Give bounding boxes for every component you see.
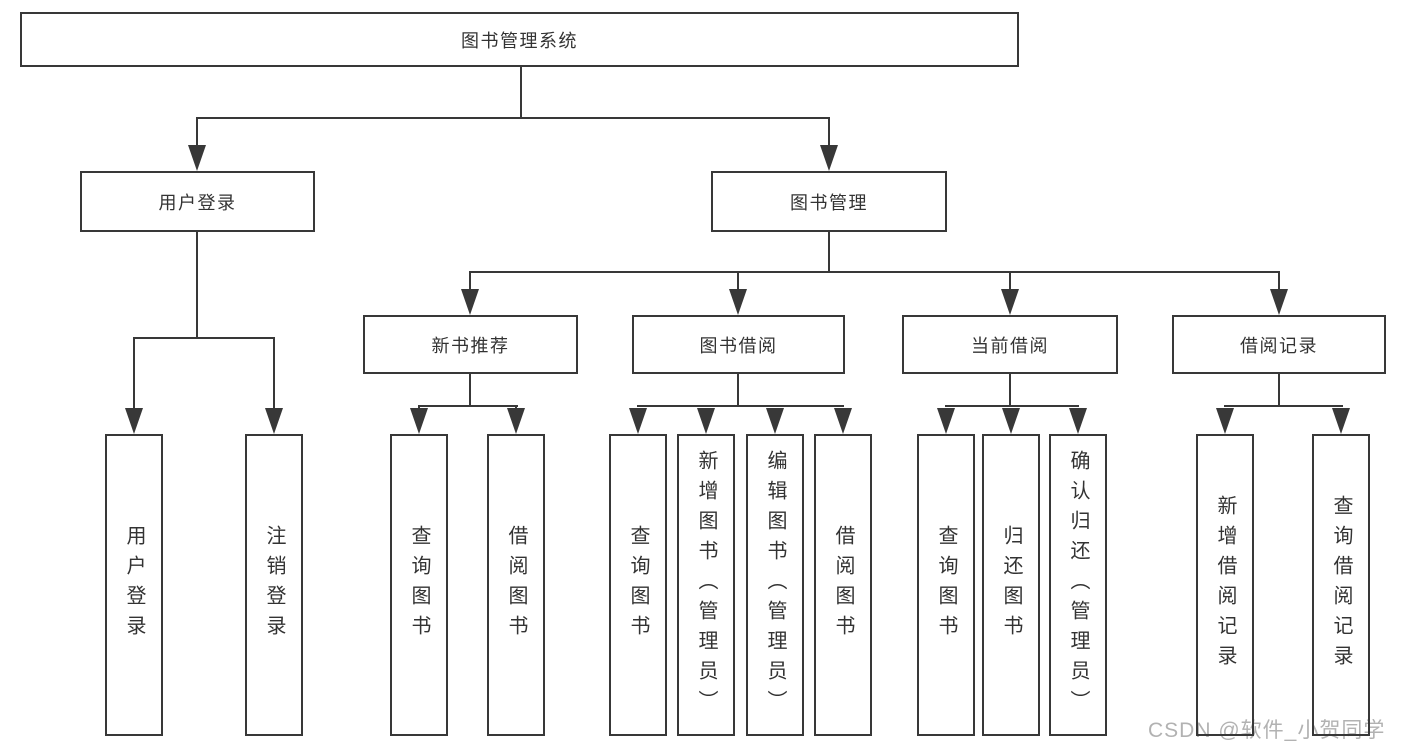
- connector-line: [468, 374, 472, 407]
- arrow-down-icon: [188, 145, 206, 171]
- leaf-logout-label: 注销登录: [263, 525, 285, 645]
- connector-line: [636, 404, 844, 408]
- leaf-bb-query-books: 查询图书: [609, 434, 667, 736]
- arrow-down-icon: [1332, 408, 1350, 434]
- leaf-bb-borrow-books: 借阅图书: [814, 434, 872, 736]
- arrow-down-icon: [125, 408, 143, 434]
- node-borrow-records: 借阅记录: [1172, 315, 1386, 374]
- arrow-down-icon: [507, 408, 525, 434]
- connector-line: [827, 118, 831, 148]
- node-root-system: 图书管理系统: [20, 12, 1019, 67]
- node-new-book-recommend-label: 新书推荐: [431, 335, 510, 356]
- connector-line: [195, 116, 830, 120]
- leaf-cb-return-books: 归还图书: [982, 434, 1040, 736]
- connector-line: [519, 67, 523, 119]
- leaf-bb-add-books-admin: 新增图书（管理员）: [677, 434, 735, 736]
- connector-line: [736, 272, 740, 292]
- leaf-nb-query-books-label: 查询图书: [408, 525, 430, 645]
- leaf-cb-confirm-return-admin: 确认归还（管理员）: [1049, 434, 1107, 736]
- arrow-down-icon: [1216, 408, 1234, 434]
- connector-line: [195, 232, 199, 339]
- node-borrow-records-label: 借阅记录: [1240, 335, 1318, 356]
- leaf-nb-query-books: 查询图书: [390, 434, 448, 736]
- arrow-down-icon: [834, 408, 852, 434]
- leaf-logout: 注销登录: [245, 434, 303, 736]
- node-book-management-label: 图书管理: [790, 192, 868, 213]
- watermark: CSDN @软件_小贺同学: [1148, 719, 1386, 742]
- connector-line: [1277, 374, 1281, 407]
- connector-line: [468, 272, 472, 292]
- arrow-down-icon: [410, 408, 428, 434]
- connector-line: [1008, 374, 1012, 407]
- arrow-down-icon: [1069, 408, 1087, 434]
- connector-line: [827, 232, 831, 272]
- connector-line: [736, 374, 740, 407]
- node-user-login: 用户登录: [80, 171, 315, 232]
- connector-line: [132, 336, 275, 340]
- connector-line: [468, 270, 1280, 274]
- leaf-cb-return-books-label: 归还图书: [1000, 525, 1022, 645]
- leaf-bb-add-books-admin-label: 新增图书（管理员）: [695, 450, 717, 720]
- connector-line: [132, 338, 136, 412]
- leaf-br-query-record: 查询借阅记录: [1312, 434, 1370, 736]
- arrow-down-icon: [265, 408, 283, 434]
- connector-line: [1277, 272, 1281, 292]
- leaf-bb-borrow-books-label: 借阅图书: [832, 525, 854, 645]
- arrow-down-icon: [1002, 408, 1020, 434]
- arrow-down-icon: [697, 408, 715, 434]
- leaf-cb-query-books-label: 查询图书: [935, 525, 957, 645]
- arrow-down-icon: [629, 408, 647, 434]
- leaf-cb-query-books: 查询图书: [917, 434, 975, 736]
- connector-line: [1223, 404, 1343, 408]
- node-book-borrow-label: 图书借阅: [699, 335, 778, 356]
- leaf-br-add-record-label: 新增借阅记录: [1214, 495, 1236, 675]
- arrow-down-icon: [1001, 289, 1019, 315]
- connector-line: [417, 404, 518, 408]
- connector-line: [272, 338, 276, 412]
- arrow-down-icon: [766, 408, 784, 434]
- leaf-br-add-record: 新增借阅记录: [1196, 434, 1254, 736]
- arrow-down-icon: [729, 289, 747, 315]
- node-book-management: 图书管理: [711, 171, 947, 232]
- leaf-nb-borrow-books-label: 借阅图书: [505, 525, 527, 645]
- arrow-down-icon: [1270, 289, 1288, 315]
- leaf-bb-query-books-label: 查询图书: [627, 525, 649, 645]
- connector-line: [195, 118, 199, 148]
- node-user-login-label: 用户登录: [158, 192, 237, 213]
- arrow-down-icon: [461, 289, 479, 315]
- node-current-borrow-label: 当前借阅: [971, 335, 1049, 356]
- leaf-user-login-label: 用户登录: [123, 525, 145, 645]
- node-book-borrow: 图书借阅: [632, 315, 845, 374]
- arrow-down-icon: [937, 408, 955, 434]
- leaf-cb-confirm-return-admin-label: 确认归还（管理员）: [1067, 450, 1089, 720]
- leaf-user-login: 用户登录: [105, 434, 163, 736]
- node-root-system-label: 图书管理系统: [461, 30, 578, 51]
- connector-line: [1008, 272, 1012, 292]
- leaf-br-query-record-label: 查询借阅记录: [1330, 495, 1352, 675]
- leaf-nb-borrow-books: 借阅图书: [487, 434, 545, 736]
- arrow-down-icon: [820, 145, 838, 171]
- node-new-book-recommend: 新书推荐: [363, 315, 578, 374]
- node-current-borrow: 当前借阅: [902, 315, 1118, 374]
- connector-line: [944, 404, 1079, 408]
- leaf-bb-edit-books-admin: 编辑图书（管理员）: [746, 434, 804, 736]
- leaf-bb-edit-books-admin-label: 编辑图书（管理员）: [764, 450, 786, 720]
